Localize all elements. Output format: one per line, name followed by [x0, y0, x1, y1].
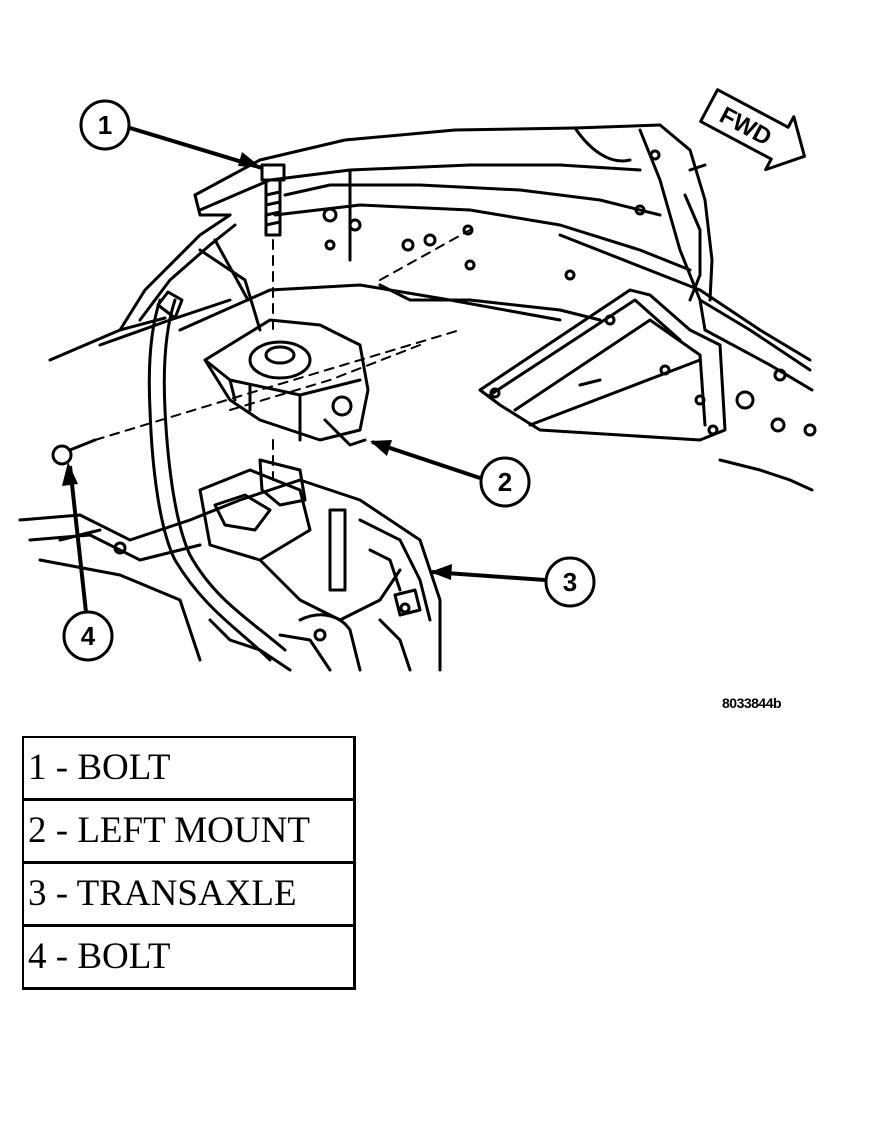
legend-row: 1 - BOLT: [22, 736, 356, 801]
legend-row: 2 - LEFT MOUNT: [22, 798, 356, 864]
callout-1-number: 1: [98, 110, 112, 140]
legend-item-4: 4 - BOLT: [22, 924, 356, 990]
support-bracket: [478, 288, 727, 442]
bolt-4: [51, 438, 97, 466]
legend-row: 4 - BOLT: [22, 924, 356, 990]
callout-4: 4: [62, 462, 114, 662]
callout-4-number: 4: [81, 621, 96, 651]
fwd-arrow: FWD: [699, 88, 806, 172]
left-mount: [203, 318, 370, 447]
legend-row: 3 - TRANSAXLE: [22, 861, 356, 927]
callout-3: 3: [430, 556, 596, 608]
legend-item-2: 2 - LEFT MOUNT: [22, 798, 356, 864]
hose: [147, 290, 287, 662]
callout-2-number: 2: [498, 467, 512, 497]
figure-code: 8033844b: [722, 695, 782, 711]
alignment-lines: [94, 229, 471, 481]
legend-table: 1 - BOLT 2 - LEFT MOUNT 3 - TRANSAXLE 4 …: [22, 736, 356, 990]
bolt-1: [260, 163, 286, 237]
callout-1: 1: [79, 99, 263, 170]
engine-mount-illustration: 1 2 3 4 FWD: [18, 88, 817, 672]
callout-2: 2: [370, 440, 531, 508]
legend-item-1: 1 - BOLT: [22, 736, 356, 801]
body-frame: [48, 123, 817, 492]
callout-3-number: 3: [563, 567, 577, 597]
legend-item-3: 3 - TRANSAXLE: [22, 861, 356, 927]
